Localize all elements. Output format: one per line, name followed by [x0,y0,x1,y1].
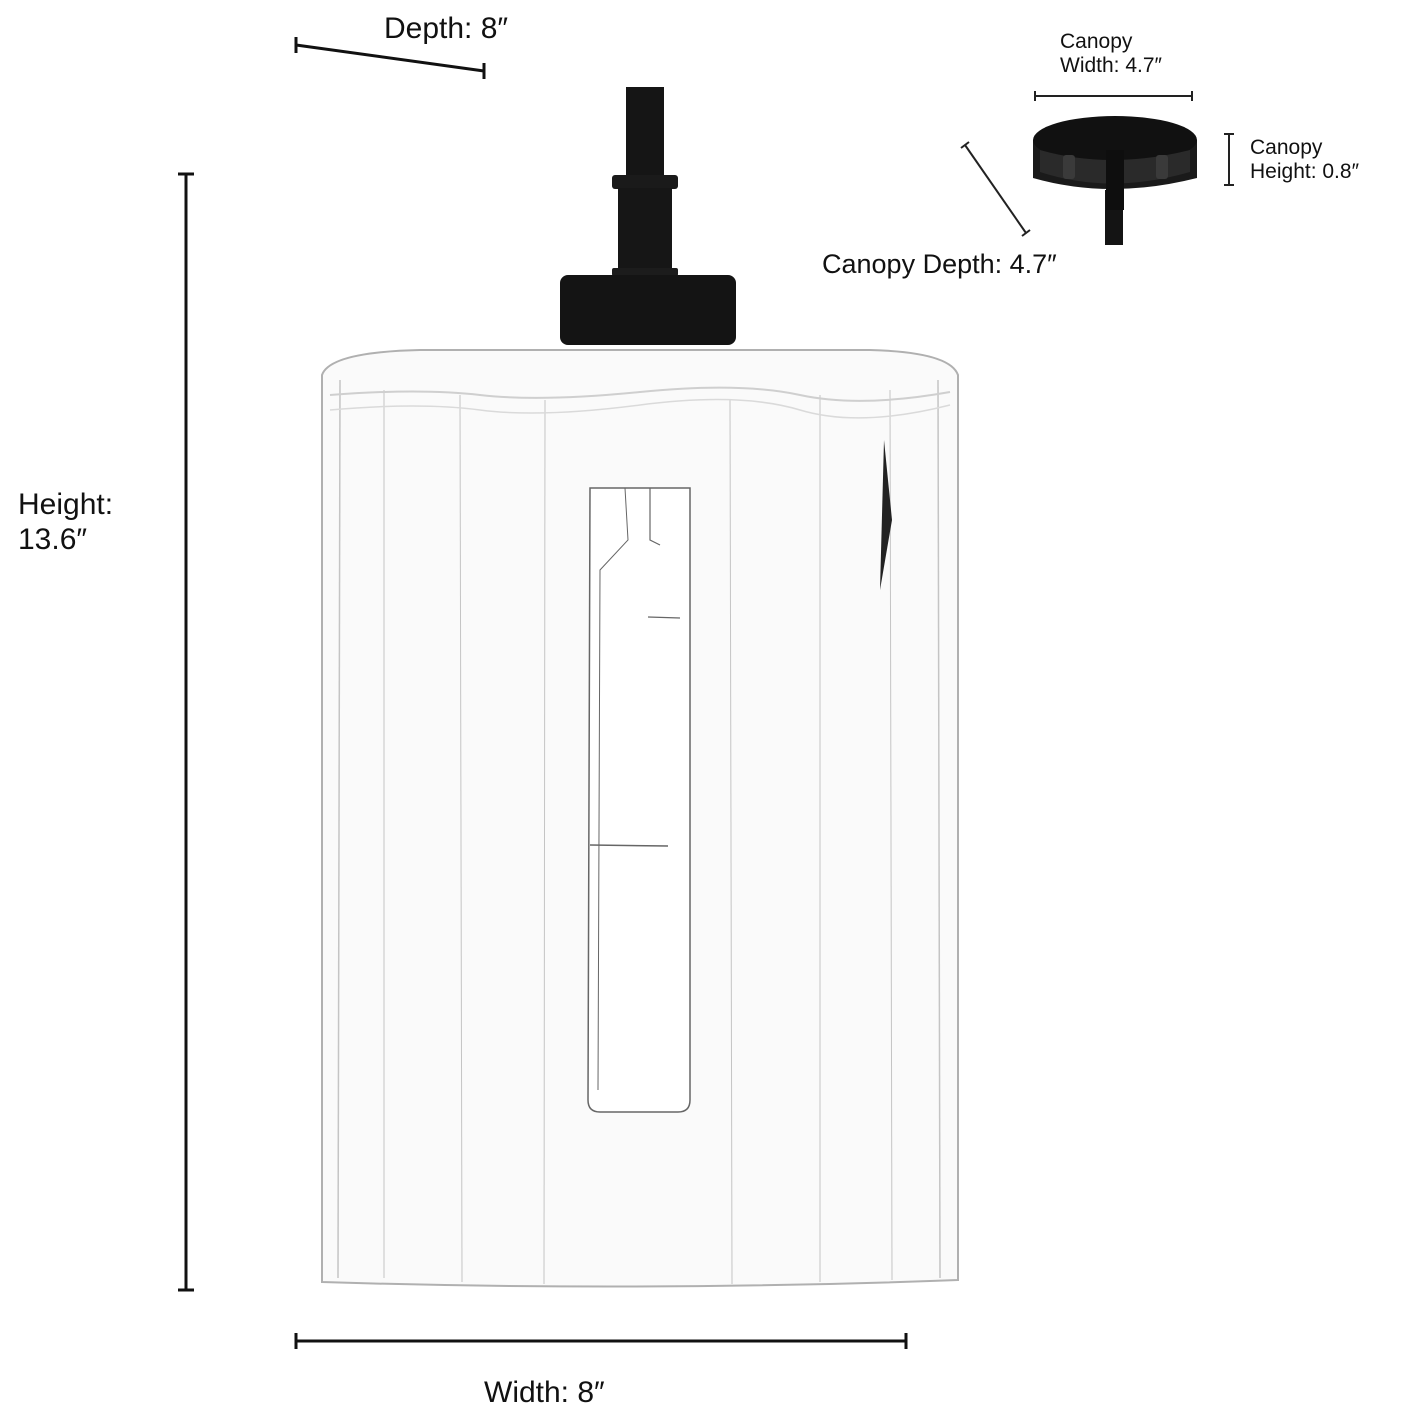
depth-dimension-line [294,37,486,79]
depth-label: Depth: 8″ [384,12,509,45]
canopy-height-label-value: Height: 0.8″ [1250,160,1359,184]
canopy-illustration [1033,116,1197,245]
width-label: Width: 8″ [484,1376,605,1409]
width-dimension-line [294,1333,908,1349]
canopy-width-line [1034,91,1193,101]
canopy-depth-line [960,141,1031,237]
canopy-width-label-value: Width: 4.7″ [1060,54,1162,78]
canopy-depth-label: Canopy Depth: 4.7″ [822,249,1057,279]
height-label-value: 13.6″ [18,522,88,556]
canopy-height-label-title: Canopy [1250,136,1323,159]
height-label: Height: 13.6″ [18,488,113,557]
canopy-height-line [1224,133,1234,186]
height-label-title: Height: [18,488,114,521]
canopy-width-label-title: Canopy [1060,30,1133,53]
canopy-width-label: Canopy Width: 4.7″ [1060,30,1162,78]
height-dimension-line [178,172,194,1292]
bulb [587,487,691,1113]
canopy-height-label: Canopy Height: 0.8″ [1250,136,1359,184]
